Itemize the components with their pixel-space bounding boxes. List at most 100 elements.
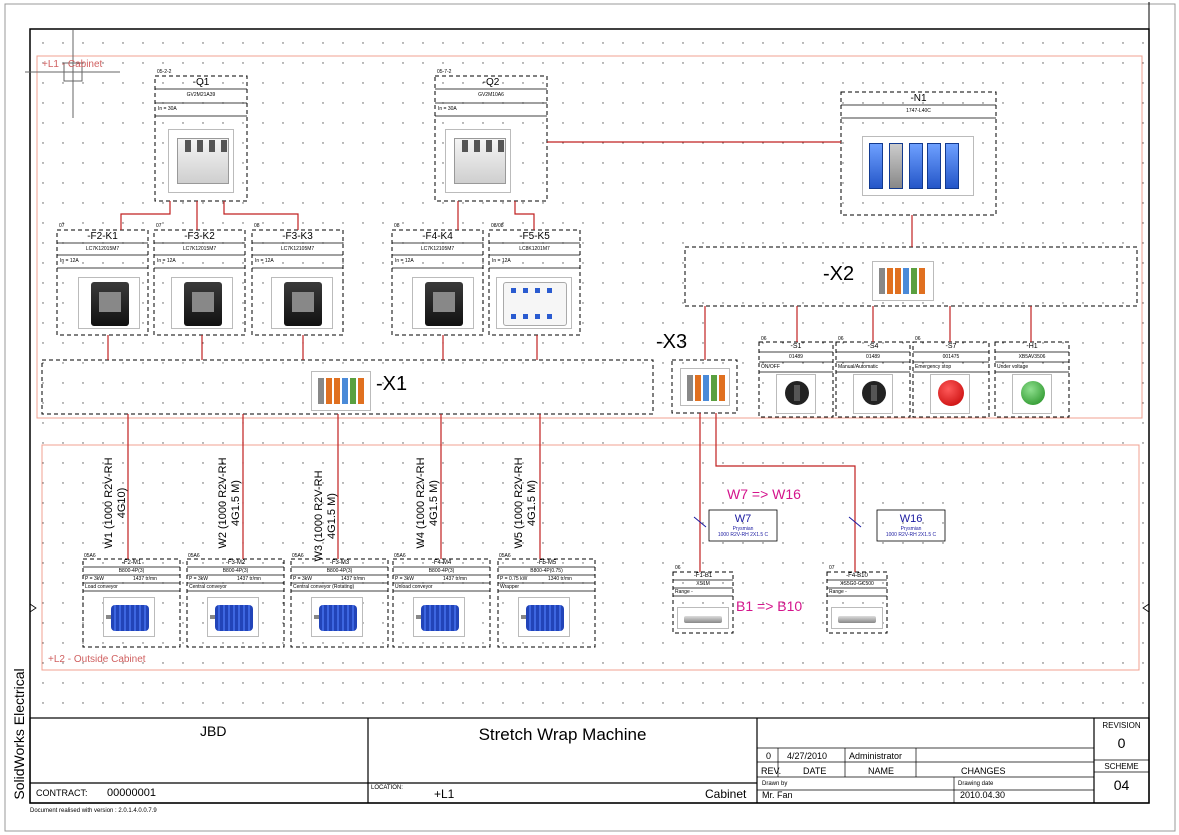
sensor-range: Range - bbox=[829, 589, 847, 595]
motor-part: B800-4P(0.75) bbox=[530, 568, 563, 574]
contactor-rating: In = 12A bbox=[492, 258, 511, 264]
breaker-ref: 05-2-2 bbox=[157, 69, 172, 75]
cabinet-zone-label: +L1 - Cabinet bbox=[42, 59, 103, 70]
motor-tag: -F4-M4 bbox=[431, 560, 452, 566]
contactor-part: LC7K12105M7 bbox=[280, 246, 315, 252]
button-desc: Manual/Automatic bbox=[838, 364, 879, 370]
terminal-x1-label: -X1 bbox=[376, 373, 408, 395]
contactor-part: LC8K1201M7 bbox=[519, 246, 550, 252]
contactor-rating: In = 12A bbox=[157, 258, 176, 264]
cable-line2: 4G10) bbox=[116, 487, 128, 519]
emergency-stop-s7-image bbox=[930, 374, 970, 414]
breaker-rating: In = 30A bbox=[438, 106, 457, 112]
revision-value: 0 bbox=[1117, 735, 1126, 751]
motor-tag: -F3-M3 bbox=[329, 560, 350, 566]
cable-line2: 4G1.5 M) bbox=[230, 480, 242, 526]
breaker-tag: -Q2 bbox=[482, 77, 500, 88]
terminal-x3-label: -X3 bbox=[656, 331, 688, 353]
sensor-part: XS5G0-GC500 bbox=[840, 581, 874, 587]
motor-desc: Central conveyor (Rotating) bbox=[293, 584, 355, 590]
contactor-tag: -F2-K1 bbox=[87, 231, 118, 242]
scheme-label: SCHEME bbox=[1104, 762, 1139, 771]
sensor-tag: -F4-B10 bbox=[846, 573, 868, 579]
selector-s4-image bbox=[853, 374, 893, 414]
motor-tag: -F5-M5 bbox=[536, 560, 557, 566]
breaker-q1-image bbox=[168, 129, 234, 193]
contactor-tag: -F3-K3 bbox=[282, 231, 313, 242]
contract-label: CONTRACT: bbox=[36, 788, 88, 798]
sensor-tag: -F1-B1 bbox=[693, 573, 713, 579]
contactor-ref: 07 bbox=[59, 223, 65, 229]
button-part: XB5AV3506 bbox=[1018, 354, 1046, 360]
plc-n1-image bbox=[862, 136, 974, 196]
motor-desc: Central conveyor bbox=[189, 584, 227, 590]
cable-line1: W1 (1000 R2V-RH bbox=[103, 457, 115, 549]
motor-tag: -F3-M2 bbox=[225, 560, 246, 566]
motor-speed: 1437 tr/mn bbox=[133, 576, 157, 582]
motor-m1-image bbox=[103, 597, 155, 637]
motor-m2-image bbox=[207, 597, 259, 637]
motor-ref: 05A6 bbox=[292, 553, 304, 559]
motor-power: P = 0.75 kW bbox=[500, 576, 528, 582]
sensor-range-annotation: B1 => B10 bbox=[736, 598, 803, 614]
contactor-tag: -F4-K4 bbox=[422, 231, 453, 242]
breaker-part: GV2M10A6 bbox=[478, 92, 504, 98]
motor-speed: 1340 tr/mn bbox=[548, 576, 572, 582]
sensor-ref: 06 bbox=[675, 565, 681, 571]
header-rev: REV. bbox=[761, 766, 782, 776]
sensor-ref: 07 bbox=[829, 565, 835, 571]
sensor-cable-tag: W16 bbox=[899, 513, 923, 525]
sensor-b10-image bbox=[831, 607, 883, 629]
cable-line1: W2 (1000 R2V-RH bbox=[217, 457, 229, 549]
revision-label: REVISION bbox=[1102, 721, 1141, 730]
breaker-q2-image bbox=[445, 129, 511, 193]
contactor-rating: In = 12A bbox=[255, 258, 274, 264]
company-name: JBD bbox=[200, 723, 227, 739]
button-tag: -S7 bbox=[945, 343, 957, 350]
contactor-tag: -F5-K5 bbox=[519, 231, 550, 242]
contactor-k2-image bbox=[171, 277, 233, 329]
header-name: NAME bbox=[868, 766, 895, 776]
button-tag: -H1 bbox=[1026, 343, 1038, 350]
sensor-part: XS1M bbox=[696, 581, 710, 587]
contactor-ref: 07 bbox=[156, 223, 162, 229]
motor-power: P = 3kW bbox=[293, 576, 312, 582]
software-label: SolidWorks Electrical bbox=[11, 668, 27, 800]
breaker-tag: -Q1 bbox=[192, 77, 210, 88]
motor-tag: -F2-M1 bbox=[121, 560, 142, 566]
crosshair-cursor bbox=[25, 30, 120, 118]
terminal-x2-image bbox=[872, 261, 934, 301]
breaker-rating: In = 30A bbox=[158, 106, 177, 112]
contactor-ref: 08 bbox=[254, 223, 260, 229]
drawn-by-value: Mr. Fan bbox=[762, 790, 793, 800]
cable-line1: W5 (1000 R2V-RH bbox=[513, 457, 525, 549]
motor-desc: Wrapper bbox=[500, 584, 520, 590]
location-desc: Cabinet bbox=[705, 787, 747, 801]
cable-line2: 4G1.5 M) bbox=[428, 480, 440, 526]
cabinet-zone bbox=[36, 55, 1143, 419]
drawing-date-value: 2010.04.30 bbox=[960, 790, 1006, 800]
motor-ref: 05A6 bbox=[84, 553, 96, 559]
contactor-k3-image bbox=[271, 277, 333, 329]
cable-line1: W4 (1000 R2V-RH bbox=[415, 457, 427, 549]
location-value: +L1 bbox=[434, 787, 455, 801]
motor-part: B800-4P(3) bbox=[428, 568, 455, 574]
motor-power: P = 3kW bbox=[189, 576, 208, 582]
motor-part: B800-4P(3) bbox=[118, 568, 145, 574]
pilot-light-h1-image bbox=[1012, 374, 1052, 414]
terminal-x2-label: -X2 bbox=[823, 263, 855, 285]
drawing-title: Stretch Wrap Machine bbox=[478, 725, 647, 744]
header-changes: CHANGES bbox=[961, 766, 1006, 776]
outside-zone-label: +L2 - Outside Cabinet bbox=[48, 654, 146, 665]
motor-desc: Unload conveyor bbox=[395, 584, 433, 590]
button-ref: 06 bbox=[761, 336, 767, 342]
rev-row-name: Administrator bbox=[849, 751, 903, 761]
contactor-k4-image bbox=[412, 277, 474, 329]
contactor-rating: In = 12A bbox=[60, 258, 79, 264]
version-note: Document realised with version : 2.0.1.4… bbox=[30, 808, 157, 814]
plc-tag: -N1 bbox=[910, 93, 927, 104]
relay-k5-image bbox=[496, 277, 572, 329]
